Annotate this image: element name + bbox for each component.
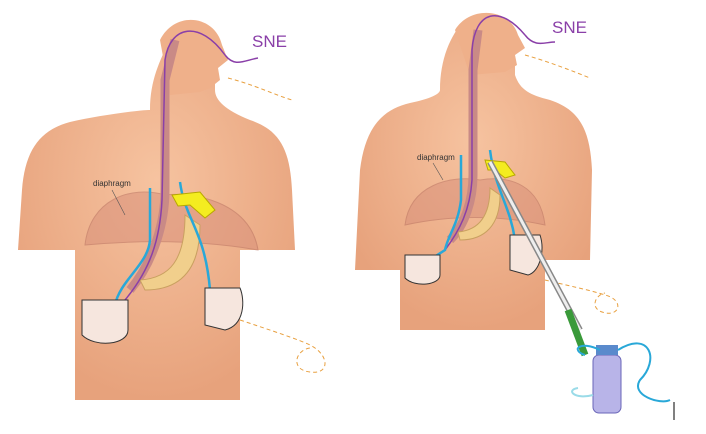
left-torso-figure: SNE diaphragm xyxy=(18,19,326,401)
left-diaphragm-pointer xyxy=(111,189,126,216)
left-sne-tube xyxy=(124,30,226,301)
right-drain-1 xyxy=(421,155,463,267)
left-face xyxy=(160,19,228,95)
right-diaphragm-pointer xyxy=(432,162,444,181)
left-diaphragm-label: diaphragm xyxy=(93,179,131,188)
right-sne-tube xyxy=(444,15,526,251)
right-dashed-line-drain xyxy=(544,279,619,314)
left-bag-2 xyxy=(204,287,244,331)
left-dashed-line-sne xyxy=(227,77,293,101)
right-diaphragm xyxy=(404,178,546,226)
left-esophagus xyxy=(126,38,180,293)
right-sne-label: SNE xyxy=(552,18,587,37)
right-diaphragm-label: diaphragm xyxy=(417,153,455,162)
right-torso-figure: SNE diaphragm xyxy=(355,12,675,420)
suction-bottle xyxy=(571,342,671,414)
right-sne-external xyxy=(524,34,556,45)
right-bag-1 xyxy=(404,254,441,285)
left-sne-external xyxy=(224,54,259,63)
left-bag-1 xyxy=(81,299,129,344)
drain-green-tip xyxy=(564,308,589,357)
left-dashed-line-drain xyxy=(239,319,326,373)
left-leak-yellow xyxy=(171,191,216,219)
left-sne-label: SNE xyxy=(252,32,287,51)
right-dashed-line-sne xyxy=(524,54,591,79)
endoscopic-drain-catheter-core xyxy=(488,161,582,331)
right-stomach xyxy=(457,187,501,241)
